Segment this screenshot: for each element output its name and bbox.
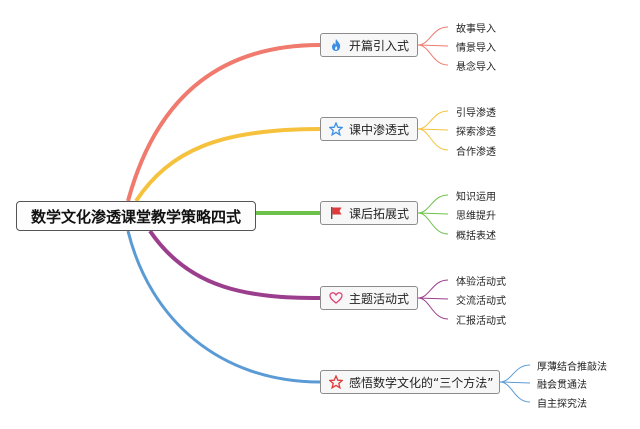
- subtopic-2-2[interactable]: 探索渗透: [456, 127, 496, 138]
- subtopic-4-3[interactable]: 汇报活动式: [456, 316, 506, 327]
- root-topic[interactable]: 数学文化渗透课堂教学策略四式: [16, 201, 256, 231]
- subtopic-3-3[interactable]: 概括表述: [456, 231, 496, 242]
- branch-topic-2[interactable]: 课中渗透式: [320, 117, 418, 141]
- branch-topic-3[interactable]: 课后拓展式: [320, 201, 418, 225]
- branch-topic-1-label: 开篇引入式: [349, 38, 410, 53]
- sub-connectors-2: [417, 110, 449, 151]
- subtopic-3-2[interactable]: 思维提升: [456, 211, 496, 222]
- branch-topic-3-label: 课后拓展式: [349, 206, 410, 221]
- branch-topic-1[interactable]: 开篇引入式: [320, 33, 418, 57]
- branch-connector-1: [126, 43, 321, 202]
- branch-topic-4-label: 主题活动式: [349, 291, 410, 306]
- subtopic-1-1[interactable]: 故事导入: [456, 24, 496, 35]
- subtopic-5-1[interactable]: 厚薄结合推敲法: [537, 362, 607, 373]
- subtopic-4-2[interactable]: 交流活动式: [456, 296, 506, 307]
- subtopic-2-3[interactable]: 合作渗透: [456, 147, 496, 158]
- root-topic-label: 数学文化渗透课堂教学策略四式: [30, 207, 241, 226]
- branch-topic-2-label: 课中渗透式: [349, 122, 410, 137]
- fire-icon: [332, 39, 341, 51]
- branch-topic-5[interactable]: 感悟数学文化的“三个方法”: [320, 370, 500, 394]
- subtopic-1-3[interactable]: 悬念导入: [456, 62, 496, 73]
- star-outline-icon: [329, 122, 343, 136]
- subtopic-5-2[interactable]: 融会贯通法: [537, 380, 587, 391]
- subtopic-1-2[interactable]: 情景导入: [456, 43, 496, 54]
- branch-connector-2: [134, 127, 321, 203]
- sub-connectors-5: [499, 364, 531, 403]
- branch-topic-4[interactable]: 主题活动式: [320, 286, 418, 310]
- star-red-outline-icon: [329, 375, 343, 389]
- sub-connectors-4: [417, 279, 449, 320]
- branch-connector-5: [126, 230, 321, 384]
- subtopic-2-1[interactable]: 引导渗透: [456, 108, 496, 119]
- subtopic-5-3[interactable]: 自主探究法: [537, 399, 587, 410]
- subtopic-4-1[interactable]: 体验活动式: [456, 277, 506, 288]
- sub-connectors-3: [417, 194, 449, 235]
- subtopic-3-1[interactable]: 知识运用: [456, 192, 496, 203]
- branch-topic-5-label: 感悟数学文化的“三个方法”: [349, 375, 494, 390]
- red-flag-icon: [331, 207, 342, 219]
- sub-connectors-1: [417, 26, 449, 66]
- branch-connector-4: [148, 229, 321, 300]
- heart-outline-icon: [329, 292, 343, 304]
